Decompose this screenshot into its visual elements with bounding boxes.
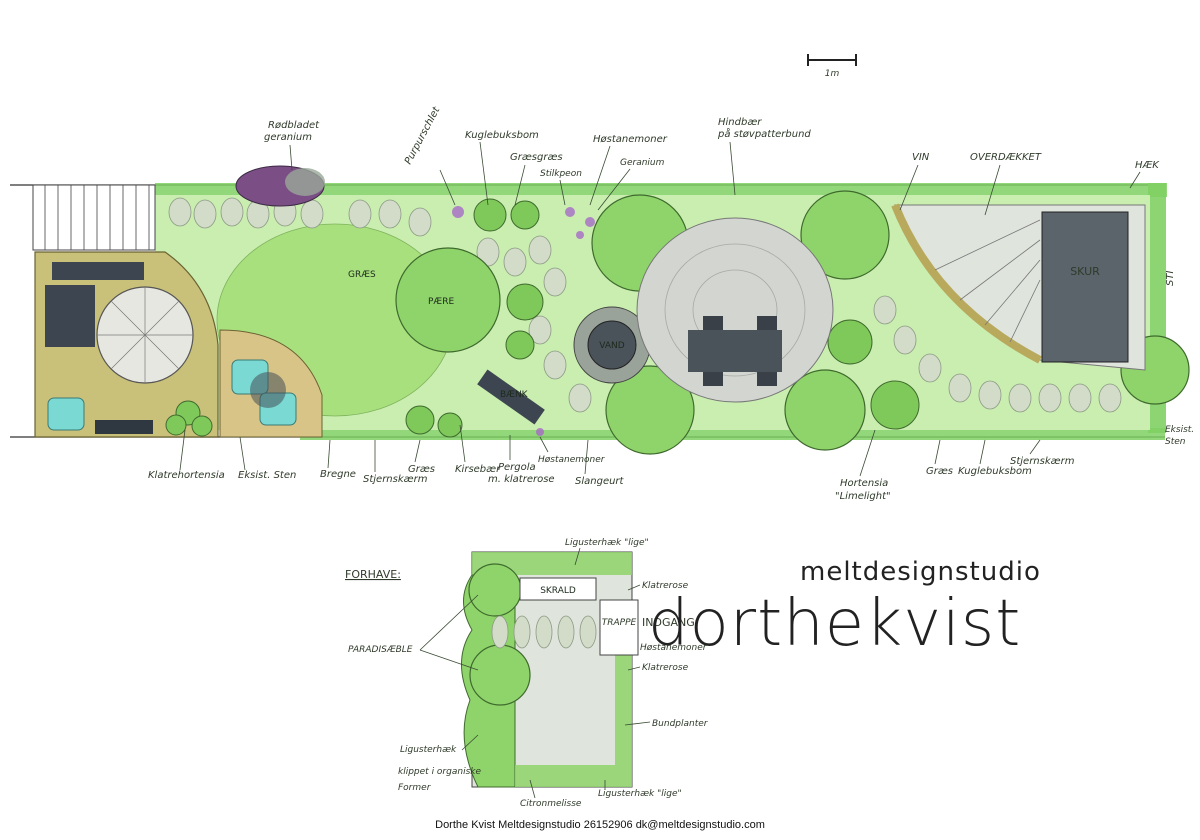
label-kuglebuksbom-bottom: Kuglebuksbom (958, 466, 1032, 477)
label-stjernskaerm-right: Stjernskærm (1010, 456, 1075, 467)
brand-top-text: meltdesignstudio (800, 557, 1041, 587)
back-garden-labels-bottom: Klatrehortensia Eksist. Sten Bregne Stje… (148, 424, 1194, 502)
label-slangeurt: Slangeurt (575, 476, 625, 487)
label-liguster-left-3: Former (398, 783, 432, 793)
label-geranium: Geranium (620, 158, 665, 168)
fence (32, 184, 156, 251)
label-graes-top: Græsgræs (510, 152, 563, 163)
label-overdaekket: OVERDÆKKET (970, 152, 1042, 163)
label-stjernskaerm-left: Stjernskærm (363, 474, 428, 485)
label-bundplanter: Bundplanter (652, 719, 709, 729)
pear-tree (395, 247, 501, 353)
scale-bar: 1m (807, 54, 857, 79)
bench-label: BÆNK (500, 390, 529, 400)
back-garden: VAND BÆNK SKUR (10, 165, 1190, 455)
label-hostanemoner: Høstanemoner (640, 643, 708, 653)
pear-label: PÆRE (428, 297, 454, 307)
label-graes-bottom-right: Græs (926, 466, 953, 477)
water-label: VAND (599, 341, 624, 351)
covered-area: SKUR (891, 203, 1146, 371)
footer-contact: Dorthe Kvist Meltdesignstudio 26152906 d… (435, 819, 765, 831)
stairs (599, 599, 639, 656)
water-feature: VAND (573, 306, 651, 384)
front-garden: FORHAVE: SKRALD TRAPPE INDGANG Ligusterh… (345, 538, 709, 809)
label-hostanemoner-bottom: Høstanemoner (538, 455, 606, 465)
bin-label: SKRALD (540, 586, 576, 596)
label-klatrerose-top: Klatrerose (642, 581, 689, 591)
label-graes-bottom-left: Græs (408, 464, 435, 475)
label-rodbladet-geranium-1: Rødbladet (268, 120, 320, 131)
label-hortensia-1: Hortensia (840, 478, 888, 489)
wooden-terrace (34, 251, 323, 438)
entrance-label: INDGANG (642, 616, 695, 629)
stairs-label: TRAPPE (602, 618, 637, 628)
label-purpurschlet: Purpurschlet (403, 105, 443, 167)
stepping-stones (168, 197, 1122, 413)
label-liguster-left-2: klippet i organiske (398, 767, 481, 777)
label-kirsebaer: Kirsebær (455, 464, 501, 475)
label-pergola-1: Pergola (498, 462, 536, 473)
label-paradisaeble: PARADISÆBLE (348, 645, 413, 655)
label-stilkpeon: Stilkpeon (540, 169, 582, 179)
label-rodbladet-geranium-2: geranium (264, 132, 312, 143)
brand-logo: meltdesignstudio dorthekvist (648, 557, 1041, 661)
dining-patio (636, 217, 834, 403)
label-liguster-top: Ligusterhæk "lige" (565, 538, 649, 548)
label-eksist-sten-right-2: Sten (1165, 437, 1186, 447)
label-eksist-sten-right-1: Eksist. (1165, 425, 1194, 435)
brand-main-text: dorthekvist (648, 587, 1021, 661)
scale-bar-label: 1m (825, 69, 840, 79)
front-garden-title: FORHAVE: (345, 568, 401, 581)
label-eksist-sten-left: Eksist. Sten (238, 470, 296, 481)
label-klatrerose-mid: Klatrerose (642, 663, 689, 673)
label-hostanemoner-top: Høstanemoner (593, 134, 668, 145)
label-pergola-2: m. klatrerose (488, 474, 555, 485)
label-liguster-left-1: Ligusterhæk (400, 745, 457, 755)
shed-label: SKUR (1070, 265, 1100, 278)
bin-area (519, 577, 597, 601)
label-citronmelisse: Citronmelisse (520, 799, 582, 809)
label-kuglebuksbom-top: Kuglebuksbom (465, 130, 539, 141)
label-klatrehortensia: Klatrehortensia (148, 470, 225, 481)
label-hindbaer-2: på støvpatterbund (717, 127, 811, 140)
label-haek: HÆK (1135, 160, 1160, 171)
label-hortensia-2: "Limelight" (835, 491, 891, 502)
lawn-label: GRÆS (348, 270, 376, 280)
label-liguster-bottom: Ligusterhæk "lige" (598, 789, 682, 799)
label-hindbaer-1: Hindbær (718, 117, 762, 128)
label-sti: STI (1165, 271, 1176, 286)
plantings (165, 165, 1190, 455)
label-vin: VIN (912, 152, 930, 163)
bench: BÆNK (477, 369, 545, 425)
label-bregne: Bregne (320, 469, 356, 480)
